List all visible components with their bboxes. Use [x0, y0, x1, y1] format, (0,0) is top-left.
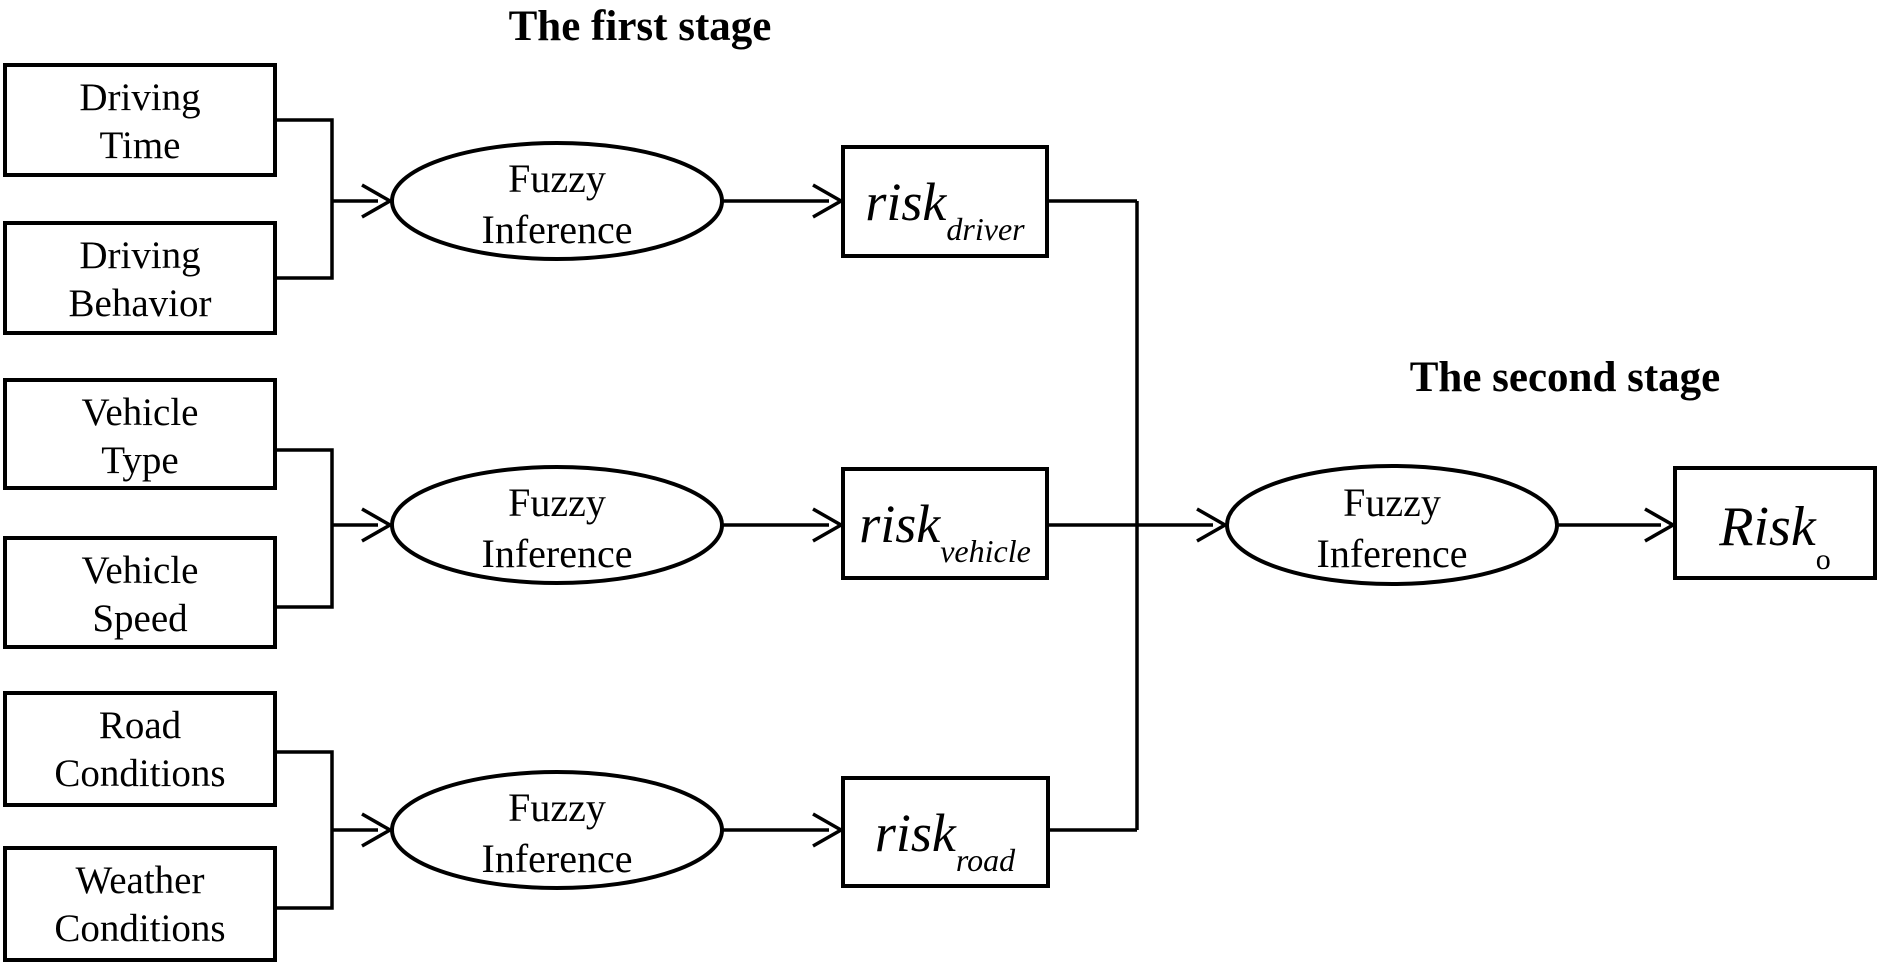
- second-stage-title: The second stage: [1410, 354, 1721, 401]
- fuzzy1-line1: Fuzzy: [508, 156, 606, 201]
- risk-vehicle-box: [841, 467, 1049, 580]
- fuzzy2-line2: Inference: [482, 531, 633, 576]
- vehicle-type-line2: Type: [101, 439, 178, 482]
- weather-conditions-box: [3, 846, 277, 962]
- fuzzy2-line1: Fuzzy: [508, 480, 606, 525]
- connector-road-pair: [275, 750, 334, 910]
- vehicle-type-line1: Vehicle: [82, 391, 199, 434]
- fuzzy-inference-ellipse-3: [390, 770, 724, 890]
- risk-road-box: [841, 776, 1050, 888]
- risk-output-box: [1673, 466, 1877, 580]
- driving-behavior-line1: Driving: [79, 234, 200, 277]
- fuzzy4-line1: Fuzzy: [1343, 480, 1441, 525]
- driving-time-line2: Time: [100, 124, 181, 167]
- fuzzy-inference-ellipse-1: [390, 141, 724, 261]
- risk-driver-box: [841, 145, 1049, 258]
- road-conditions-line1: Road: [99, 704, 182, 747]
- risk-output-label: Risko: [1718, 496, 1830, 576]
- risk-road-label: riskroad: [875, 803, 1016, 878]
- fuzzy1-line2: Inference: [482, 207, 633, 252]
- vehicle-speed-box: [3, 536, 277, 649]
- risk-driver-label: riskdriver: [865, 172, 1025, 247]
- risk-vehicle-label: riskvehicle: [859, 494, 1031, 569]
- first-stage-title: The first stage: [509, 3, 772, 50]
- fuzzy3-line2: Inference: [482, 836, 633, 881]
- fuzzy-inference-ellipse-4: [1225, 464, 1559, 586]
- road-conditions-box: [3, 691, 277, 807]
- connector-driver-pair: [275, 118, 334, 280]
- driving-time-box: [3, 63, 277, 177]
- vehicle-type-box: [3, 378, 277, 490]
- vehicle-speed-line1: Vehicle: [82, 549, 199, 592]
- connector-vehicle-pair: [275, 448, 334, 609]
- weather-conditions-line2: Conditions: [54, 907, 225, 950]
- driving-behavior-box: [3, 221, 277, 335]
- fuzzy-inference-ellipse-2: [390, 465, 724, 585]
- weather-conditions-line1: Weather: [76, 859, 205, 902]
- road-conditions-line2: Conditions: [54, 752, 225, 795]
- driving-behavior-line2: Behavior: [69, 282, 212, 325]
- vehicle-speed-line2: Speed: [92, 597, 188, 640]
- fuzzy4-line2: Inference: [1317, 531, 1468, 576]
- fuzzy3-line1: Fuzzy: [508, 785, 606, 830]
- driving-time-line1: Driving: [79, 76, 200, 119]
